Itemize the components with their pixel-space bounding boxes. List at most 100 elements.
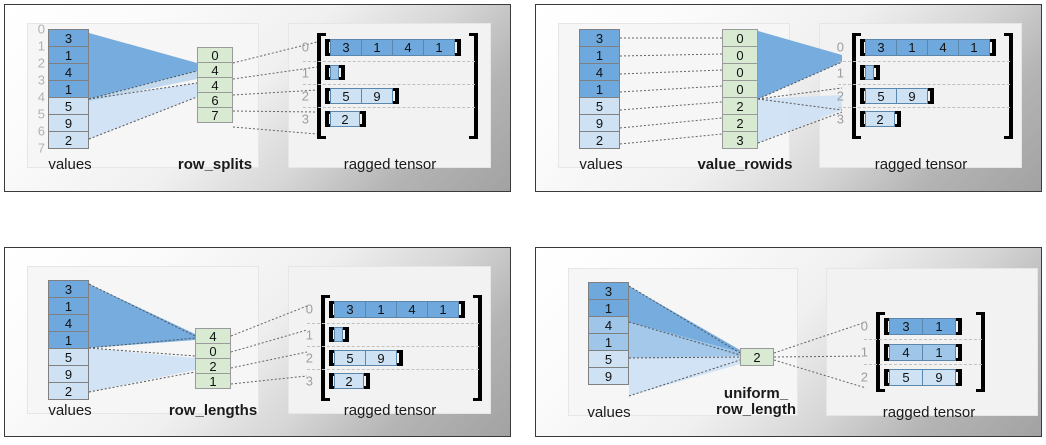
encoding-cell: 2 [740, 348, 774, 366]
bracket-open-icon [852, 33, 861, 139]
row-index: 3 [305, 373, 313, 389]
tensor-cell: 3 [889, 318, 923, 335]
tensor-row: 2 [325, 111, 366, 127]
tensor-row [325, 65, 345, 80]
row-index: 3 [836, 111, 844, 127]
row-index: 2 [305, 350, 313, 366]
value-cell: 4 [48, 63, 89, 81]
label-tensor-row-lengths: ragged tensor [343, 402, 437, 419]
tensor-cell: 3 [865, 39, 897, 56]
value-index: 1 [37, 38, 45, 54]
tensor-row: 5 9 [329, 350, 403, 366]
value-cell: 9 [579, 114, 620, 132]
panel-row-lengths: 3 1 4 1 5 9 2 4 0 2 1 values row_lengths… [4, 247, 511, 437]
bracket-close-icon [976, 312, 985, 392]
value-index: 7 [37, 140, 45, 156]
value-index-labels-row-splits: 0 1 2 3 4 5 6 7 [31, 21, 45, 155]
value-cell: 3 [48, 29, 89, 47]
values-column-row-splits: 3 1 4 1 5 9 2 [48, 29, 89, 149]
row-index: 1 [836, 65, 844, 81]
encoding-cell: 0 [722, 63, 758, 81]
encoding-column-uniform-row-length: 2 [740, 348, 774, 366]
bracket-close-icon [469, 33, 478, 139]
tensor-cell: 9 [896, 88, 928, 104]
row-divider [307, 346, 479, 347]
row-divider [838, 84, 1010, 85]
tensor-cell: 4 [889, 344, 923, 361]
tensor-row: 2 [329, 373, 370, 389]
row-divider [303, 84, 475, 85]
value-cell: 9 [48, 365, 89, 383]
encoding-cell: 1 [195, 373, 231, 389]
value-cell: 1 [48, 297, 89, 315]
value-index: 5 [37, 106, 45, 122]
label-values-value-rowids: values [579, 156, 623, 173]
label-tensor-value-rowids: ragged tensor [874, 156, 968, 173]
row-index: 0 [305, 301, 313, 317]
value-cell: 3 [588, 282, 629, 300]
encoding-cell: 2 [722, 97, 758, 115]
encoding-cell: 0 [195, 343, 231, 359]
row-divider [303, 61, 475, 62]
row-index: 2 [301, 88, 309, 104]
tensor-cell: 1 [896, 39, 928, 56]
value-cell: 2 [48, 131, 89, 149]
panel-row-splits: 0 1 2 3 4 5 6 7 3 1 4 1 5 9 2 0 4 4 6 7 … [4, 4, 511, 192]
value-cell: 1 [588, 299, 629, 317]
tensor-row: 5 9 [884, 369, 962, 386]
tensor-cell: 2 [865, 111, 895, 127]
tensor-cell: 4 [392, 39, 424, 56]
encoding-column-row-lengths: 4 0 2 1 [195, 328, 231, 389]
values-column-value-rowids: 3 1 4 1 5 9 2 [579, 29, 620, 149]
value-cell: 1 [588, 333, 629, 351]
value-cell: 2 [48, 382, 89, 400]
encoding-cell: 0 [722, 80, 758, 98]
row-divider [303, 107, 475, 108]
value-cell: 1 [48, 46, 89, 64]
encoding-cell: 0 [722, 29, 758, 47]
tensor-row [329, 327, 349, 342]
bracket-open-icon [321, 295, 330, 401]
value-cell: 5 [48, 348, 89, 366]
encoding-cell: 4 [197, 77, 233, 93]
value-cell: 4 [579, 63, 620, 81]
row-index: 2 [836, 88, 844, 104]
bracket-close-icon [1004, 33, 1013, 139]
row-divider [838, 107, 1010, 108]
value-cell: 4 [588, 316, 629, 334]
value-cell: 3 [579, 29, 620, 47]
tensor-cell: 3 [330, 39, 362, 56]
row-index: 1 [305, 327, 313, 343]
value-cell: 9 [588, 367, 629, 385]
label-tensor-row-splits: ragged tensor [343, 156, 437, 173]
value-index: 0 [37, 21, 45, 37]
tensor-cell: 1 [922, 344, 956, 361]
tensor-row: 4 1 [884, 344, 962, 361]
encoding-cell: 4 [197, 62, 233, 78]
tensor-cell: 9 [361, 88, 393, 104]
value-cell: 3 [48, 280, 89, 298]
tensor-cell: 9 [365, 350, 397, 366]
values-column-uniform-row-length: 3 1 4 1 5 9 [588, 282, 629, 385]
encoding-cell: 3 [722, 131, 758, 149]
value-cell: 2 [579, 131, 620, 149]
encoding-cell: 0 [722, 46, 758, 64]
label-encoding-row-splits: row_splits [177, 156, 253, 173]
label-encoding-row-lengths: row_lengths [168, 402, 258, 419]
tensor-cell-empty [865, 65, 874, 80]
encoding-cell: 6 [197, 92, 233, 108]
tensor-cell: 1 [365, 301, 397, 318]
tensor-row: 3 1 4 1 [329, 301, 465, 318]
tensor-cell: 9 [922, 369, 956, 386]
value-cell: 1 [48, 80, 89, 98]
encoding-cell: 0 [197, 47, 233, 63]
value-cell: 1 [48, 331, 89, 349]
row-divider [307, 369, 479, 370]
row-index: 0 [860, 318, 868, 334]
tensor-cell-empty [334, 327, 343, 342]
tensor-cell: 1 [361, 39, 393, 56]
tensor-cell: 4 [396, 301, 428, 318]
panel-value-rowids: 3 1 4 1 5 9 2 0 0 0 0 2 2 3 values value… [535, 4, 1042, 192]
value-index: 4 [37, 89, 45, 105]
